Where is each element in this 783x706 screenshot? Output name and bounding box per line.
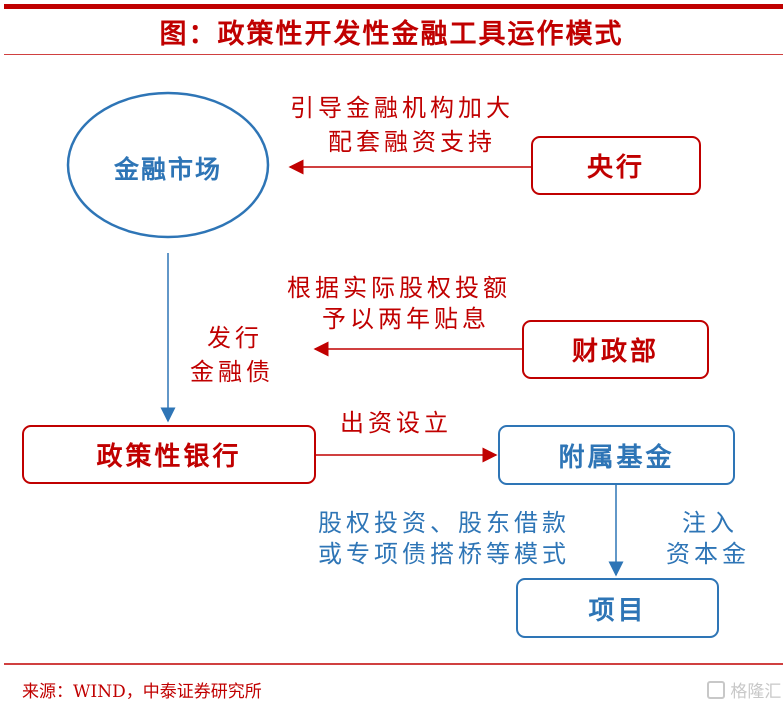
label-inject-1: 注入	[682, 509, 738, 537]
label-mode-1: 股权投资、股东借款	[318, 509, 570, 537]
watermark: 格隆汇	[707, 677, 781, 702]
node-policy-bank: 政策性银行	[22, 425, 316, 484]
label-bond-2: 金融债	[190, 358, 274, 386]
footer-divider	[4, 663, 783, 665]
source-note: 来源：WIND，中泰证券研究所	[22, 682, 262, 702]
label-ministry-2: 予以两年贴息	[322, 305, 490, 333]
label-bond-1: 发行	[207, 324, 263, 352]
node-market: 金融市场	[113, 155, 222, 184]
market-ellipse	[66, 91, 270, 239]
node-finance-ministry: 财政部	[522, 320, 709, 379]
label-inject-2: 资本金	[666, 540, 750, 568]
label-establish: 出资设立	[340, 409, 452, 437]
label-mode-2: 或专项债搭桥等模式	[318, 540, 570, 568]
top-bar	[4, 4, 783, 9]
label-ministry-1: 根据实际股权投额	[287, 274, 511, 302]
watermark-text: 格隆汇	[730, 682, 782, 702]
node-subsidiary-fund: 附属基金	[498, 425, 735, 485]
label-central-bank-2: 配套融资支持	[328, 128, 496, 156]
node-central-bank: 央行	[531, 136, 701, 195]
title-divider	[4, 54, 783, 55]
node-project: 项目	[516, 578, 719, 638]
label-central-bank-1: 引导金融机构加大	[290, 94, 514, 122]
watermark-logo-icon	[707, 681, 725, 699]
page-title: 图：政策性开发性金融工具运作模式	[159, 19, 624, 50]
